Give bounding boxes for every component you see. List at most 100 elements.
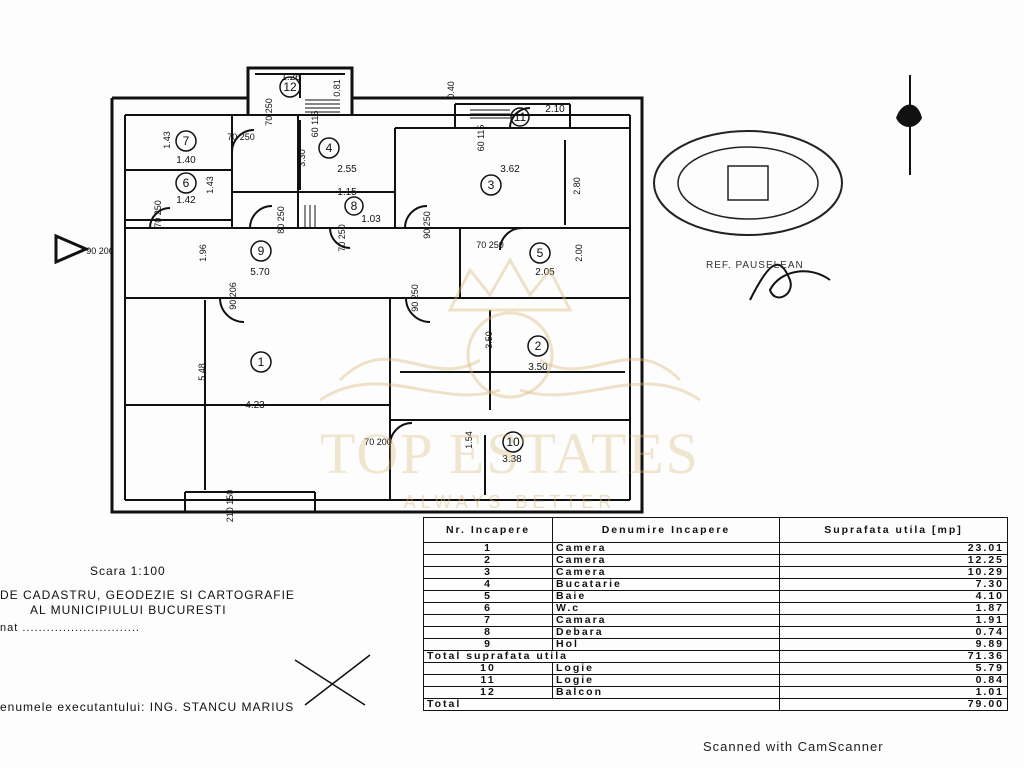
room-2-label: 2 [535, 339, 542, 353]
cell-den: Camera [552, 554, 780, 567]
table-row: 2 Camera 12.25 [423, 554, 1008, 567]
table-row: 10 Logie 5.79 [423, 662, 1008, 675]
x-signature-icon [294, 654, 371, 706]
room-1-label: 1 [258, 355, 265, 369]
top-estates-logo-icon [319, 256, 701, 402]
cell-den: Camera [552, 566, 780, 579]
agency-line-2: AL MUNICIPIULUI BUCURESTI [30, 603, 227, 617]
cell-nr: 7 [423, 614, 553, 627]
room-11-label: 11 [514, 110, 527, 124]
dim-label: 2.80 [572, 177, 582, 195]
cell-den: Logie [552, 662, 780, 675]
room-6-label: 6 [183, 176, 190, 190]
total-util-label: Total suprafata utila [423, 650, 780, 663]
cell-nr: 9 [423, 638, 553, 651]
dim-label: 1.96 [198, 244, 208, 262]
table-row: 3 Camera 10.29 [423, 566, 1008, 579]
cell-sup: 7.30 [779, 578, 1008, 591]
dim-label: 2.00 [574, 244, 584, 262]
dim-label: 1.43 [205, 176, 215, 194]
scale-label: Scara 1:100 [90, 564, 166, 578]
agency-line-1: DE CADASTRU, GEODEZIE SI CARTOGRAFIE [0, 588, 295, 602]
dim-label: 1.40 [176, 155, 196, 166]
door-label: 70 250 [153, 200, 163, 228]
cell-den: Debara [552, 626, 780, 639]
watermark-brand: TOP ESTATES [320, 421, 700, 486]
dim-label: 1.43 [162, 131, 172, 149]
cell-sup: 1.91 [779, 614, 1008, 627]
dim-label: 4.23 [245, 400, 265, 411]
dim-label: 0.81 [332, 79, 342, 97]
dim-label: 5.48 [197, 363, 207, 381]
door-label: 210 150 [225, 490, 235, 523]
total-util-value: 71.36 [779, 650, 1008, 663]
cell-sup: 9.89 [779, 638, 1008, 651]
door-label: 70 250 [264, 98, 274, 126]
dim-label: 1.03 [361, 214, 381, 225]
cell-nr: 11 [423, 674, 553, 687]
door-label: 60 115 [476, 125, 486, 152]
cell-den: Camara [552, 614, 780, 627]
cell-nr: 12 [423, 686, 553, 699]
table-row: 12 Balcon 1.01 [423, 686, 1008, 699]
door-label: 80 250 [276, 206, 286, 234]
stamp-reference: REF. PAUSELEAN [706, 260, 804, 271]
rooms-table: Nr. Incapere Denumire Incapere Suprafata… [423, 517, 1008, 711]
door-label: 90 206 [228, 282, 238, 310]
room-4-label: 4 [326, 141, 333, 155]
cell-sup: 5.79 [779, 662, 1008, 675]
room-10-label: 10 [506, 435, 520, 449]
cell-nr: 3 [423, 566, 553, 579]
camscanner-footer: Scanned with CamScanner [703, 739, 884, 754]
cell-den: Camera [552, 542, 780, 555]
dim-label: 3.50 [484, 331, 494, 349]
cell-nr: 2 [423, 554, 553, 567]
cell-sup: 10.29 [779, 566, 1008, 579]
room-7-label: 7 [183, 134, 190, 148]
dim-label: 1.26 [281, 72, 301, 83]
total-value: 79.00 [779, 698, 1008, 711]
table-row-total: Total 79.00 [423, 698, 1008, 711]
dim-label: 0.40 [446, 81, 456, 99]
door-label: 70 250 [227, 132, 255, 142]
cell-nr: 5 [423, 590, 553, 603]
cell-sup: 0.74 [779, 626, 1008, 639]
table-row: 7 Camara 1.91 [423, 614, 1008, 627]
dim-label: 2.05 [535, 267, 555, 278]
dim-label: 3.38 [502, 454, 522, 465]
room-3-label: 3 [488, 178, 495, 192]
door-label: 90 206 [86, 246, 114, 256]
cell-nr: 10 [423, 662, 553, 675]
table-row: 1 Camera 23.01 [423, 542, 1008, 555]
table-row: 9 Hol 9.89 [423, 638, 1008, 651]
col-header-sup: Suprafata utila [mp] [779, 517, 1008, 543]
cell-sup: 1.87 [779, 602, 1008, 615]
room-8-label: 8 [351, 199, 358, 213]
door-label: 70 250 [476, 240, 504, 250]
dim-label: 1.54 [464, 431, 474, 449]
cell-den: Bucatarie [552, 578, 780, 591]
dim-label: 1.42 [176, 195, 196, 206]
watermark-tagline: ALWAYS BETTER [403, 492, 617, 512]
table-row: 8 Debara 0.74 [423, 626, 1008, 639]
signature-line: nat ............................. [0, 622, 140, 634]
cell-den: Logie [552, 674, 780, 687]
room-5-label: 5 [537, 246, 544, 260]
dim-label: 2.10 [545, 104, 565, 115]
table-row: 4 Bucatarie 7.30 [423, 578, 1008, 591]
table-row-total-util: Total suprafata utila 71.36 [423, 650, 1008, 663]
cell-den: Baie [552, 590, 780, 603]
cell-sup: 4.10 [779, 590, 1008, 603]
cell-den: Hol [552, 638, 780, 651]
col-header-nr: Nr. Incapere [423, 517, 553, 543]
cell-sup: 1.01 [779, 686, 1008, 699]
entry-arrow-icon [54, 233, 90, 265]
cell-sup: 23.01 [779, 542, 1008, 555]
signature-icon [749, 263, 831, 301]
executant-line: enumele executantului: ING. STANCU MARIU… [0, 700, 295, 714]
cadastre-stamp-icon [653, 130, 843, 236]
dim-label: 3.50 [528, 362, 548, 373]
table-row: 11 Logie 0.84 [423, 674, 1008, 687]
cell-den: W.c [552, 602, 780, 615]
